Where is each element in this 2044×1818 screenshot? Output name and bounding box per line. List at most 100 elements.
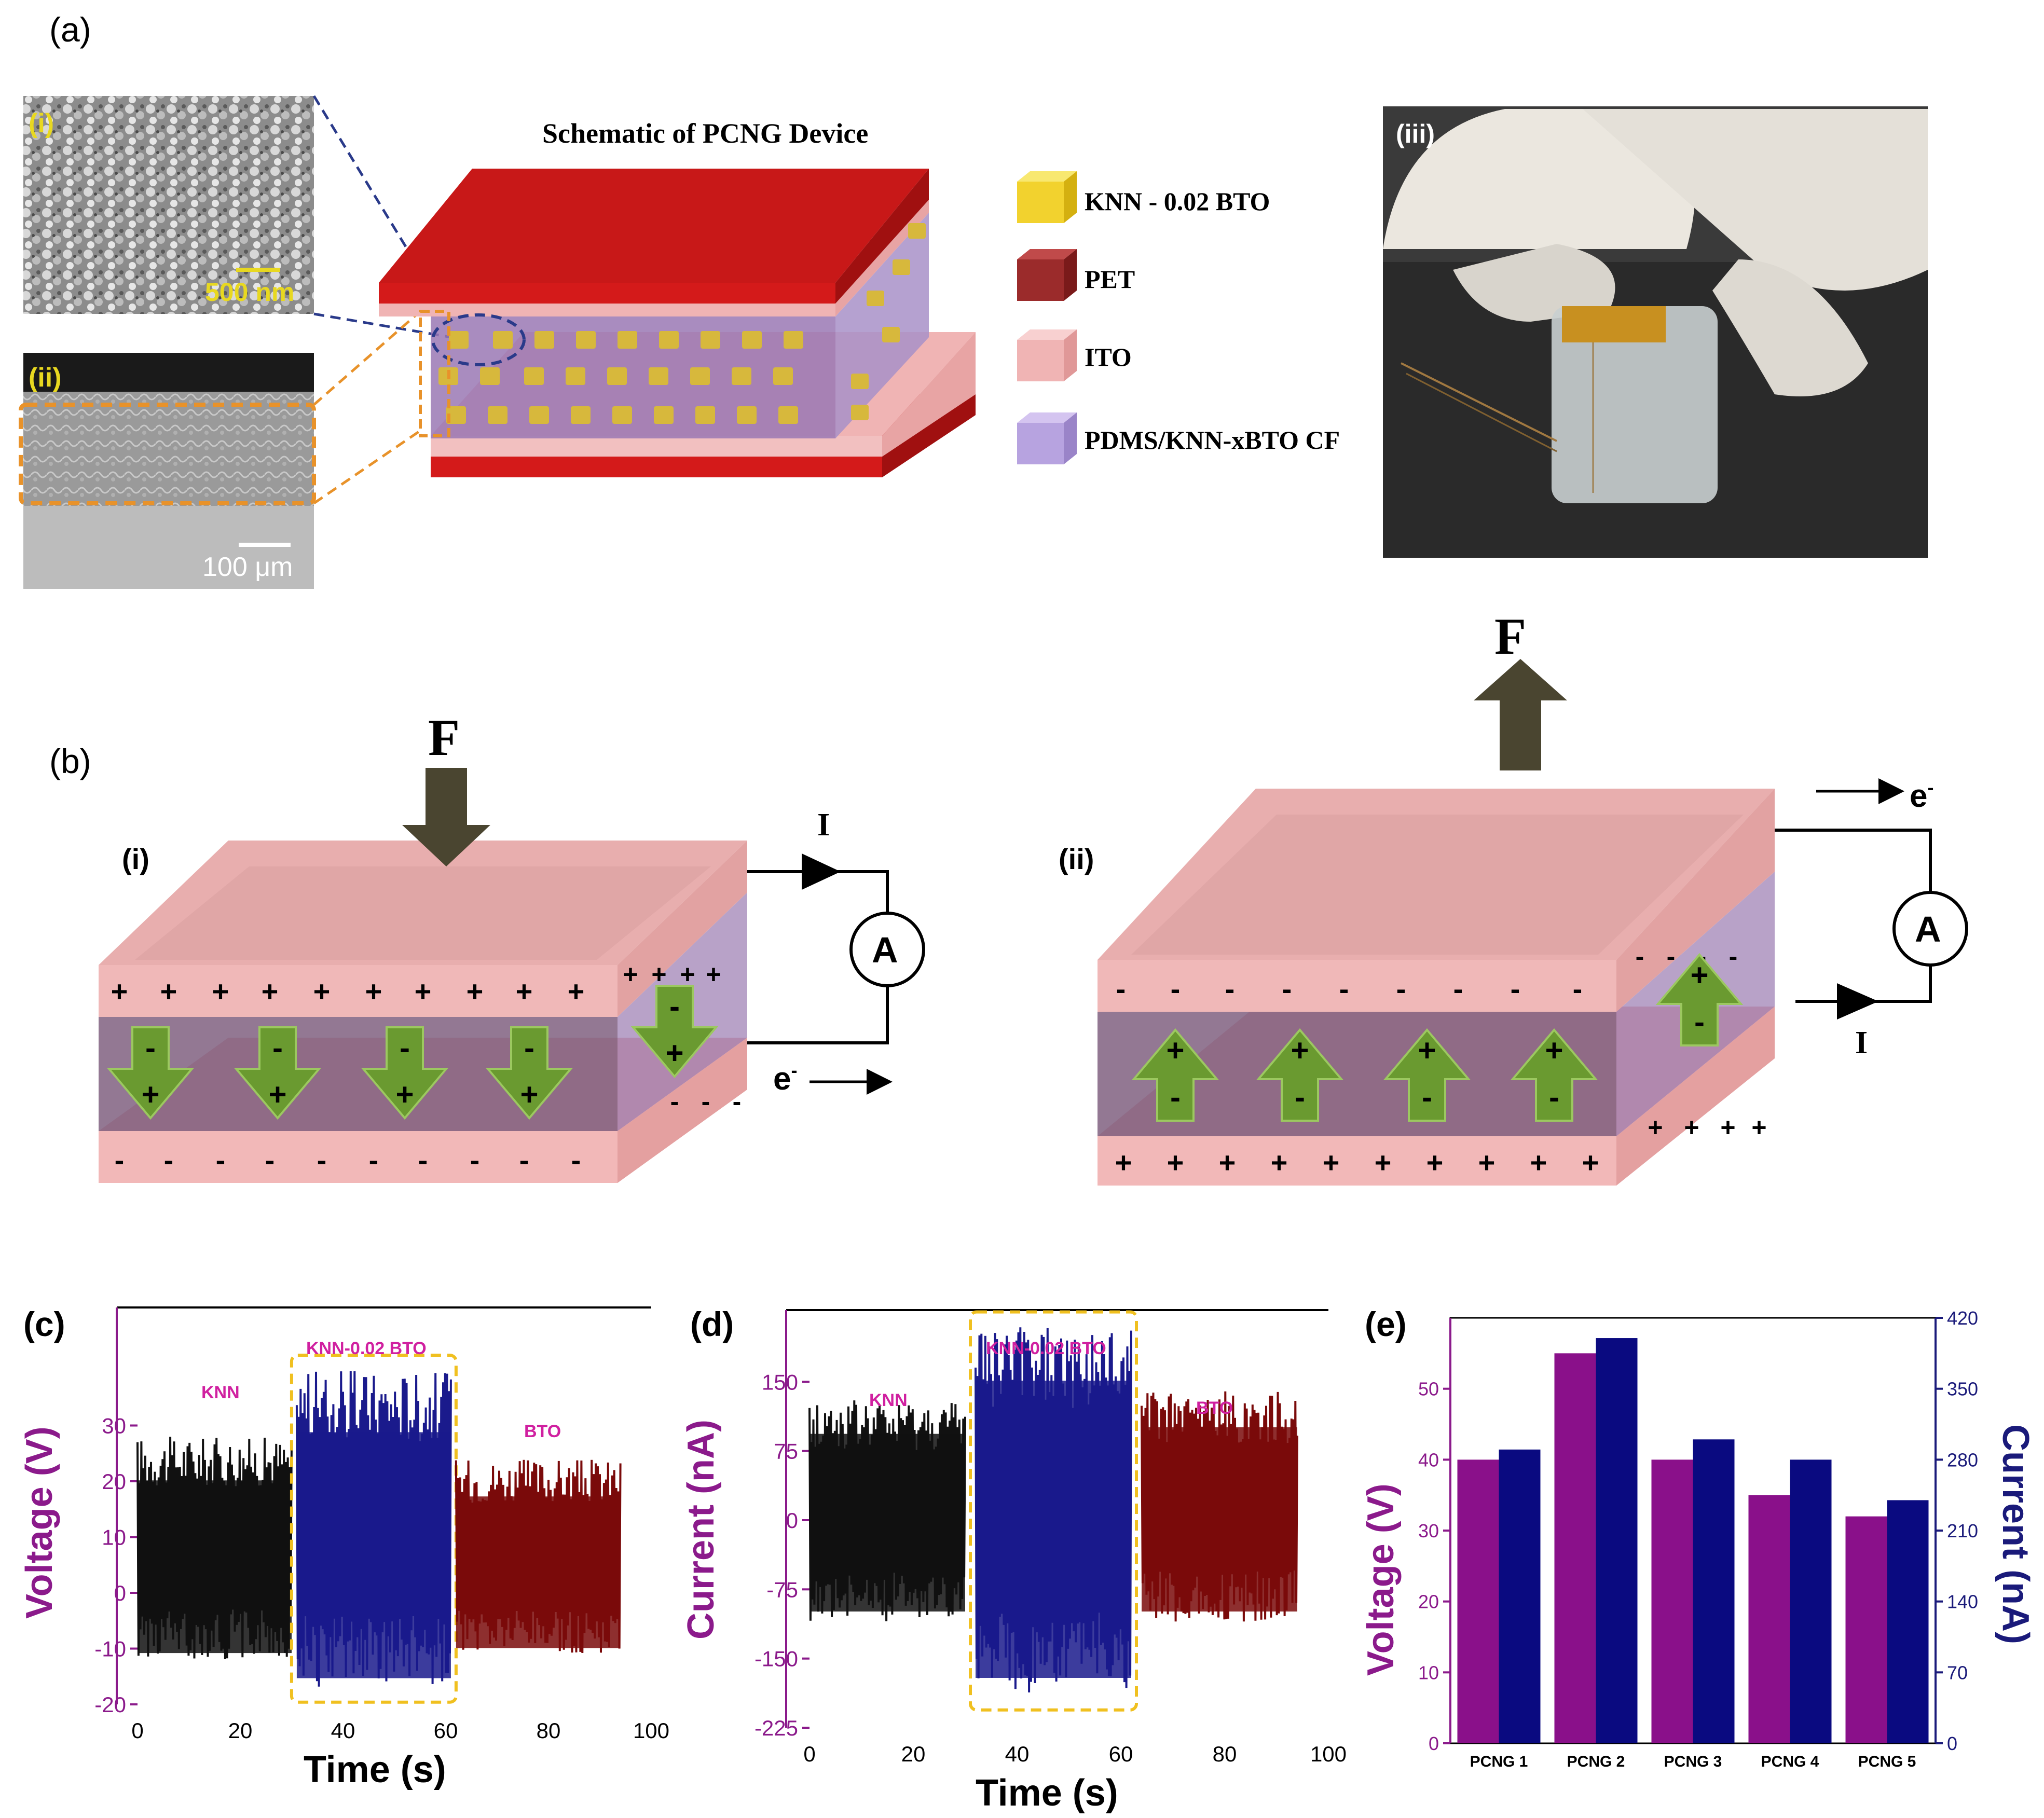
zoom-connector-orange-1: [313, 310, 421, 406]
positive-charge: +: [467, 975, 484, 1008]
x-tick-label: PCNG 1: [1470, 1753, 1528, 1770]
knn-bto-particle: [566, 367, 585, 385]
dipole-arrow: [234, 1026, 322, 1120]
negative-charge: -: [1511, 972, 1520, 1005]
mechanism-compress: (i) ++++++++++----------++++--- -+-+-+-+…: [99, 709, 925, 1183]
y-tick-label: 0: [786, 1508, 798, 1533]
schematic-legend: KNN - 0.02 BTO PET ITO PDMS/KNN-xBTO CF: [1017, 171, 1340, 464]
y-tick-label: -10: [94, 1637, 126, 1661]
dipole-arrow: [1256, 1028, 1344, 1122]
ammeter-label-right: A: [1915, 909, 1941, 949]
highlight-box: [290, 1354, 458, 1704]
knn-bto-particle: [534, 331, 554, 349]
y-tick-label: -20: [94, 1692, 126, 1717]
positive-charge: +: [1323, 1146, 1340, 1179]
knn-bto-particle: [654, 406, 674, 424]
ammeter-label-left: A: [872, 930, 898, 970]
y-tick-label: -225: [755, 1716, 798, 1740]
knn-bto-particle: [690, 367, 710, 385]
schematic-title: Schematic of PCNG Device: [542, 118, 868, 149]
positive-charge: +: [1720, 1113, 1735, 1142]
circuit-wire-left-bottom: [747, 975, 889, 1044]
dipole-arrow: [106, 1026, 195, 1120]
dipole-charge: +: [1166, 1033, 1184, 1068]
legend-label-pet: PET: [1085, 265, 1135, 294]
negative-charge: -: [1116, 972, 1126, 1005]
current-label-left: I: [817, 807, 830, 843]
zoom-connector-blue-2: [313, 312, 452, 339]
chart-c-series-label-knnbto: KNN-0.02 BTO: [306, 1339, 427, 1358]
knn-bto-particle: [784, 331, 803, 349]
positive-charge: +: [1115, 1146, 1132, 1179]
legend-item-pet: PET: [1017, 249, 1135, 301]
dipole-charge: +: [1545, 1033, 1563, 1068]
device-photo: (iii): [1383, 106, 1928, 558]
photo-label: (iii): [1396, 119, 1435, 148]
positive-charge: +: [415, 975, 432, 1008]
negative-charge: -: [1339, 972, 1349, 1005]
negative-charge: -: [519, 1144, 529, 1176]
circuit-wire-right: [1775, 829, 1932, 892]
compress-label: (i): [122, 843, 149, 875]
dipole-charge: -: [272, 1030, 283, 1065]
knn-bto-particle: [529, 406, 549, 424]
current-bar: [1499, 1449, 1541, 1743]
dipole-charge: -: [1295, 1080, 1305, 1114]
signal-band: [1142, 1427, 1297, 1612]
positive-charge: +: [262, 975, 279, 1008]
sem-bottom-highlight: [19, 403, 316, 505]
sem-top-scale: 500 nm: [205, 278, 294, 307]
positive-charge: +: [568, 975, 585, 1008]
y-tick-label: 40: [1418, 1449, 1439, 1470]
y2-tick-label: 0: [1947, 1733, 1957, 1754]
knn-bto-particle: [742, 331, 762, 349]
negative-charge: -: [670, 1087, 679, 1116]
ammeter-right: [1892, 891, 1968, 967]
x-tick-label: 100: [1310, 1742, 1347, 1766]
knn-bto-particle: [695, 406, 715, 424]
dipole-arrow: [1131, 1028, 1219, 1122]
knn-bto-particle: [488, 406, 507, 424]
legend-label-knn-bto: KNN - 0.02 BTO: [1085, 187, 1270, 216]
positive-charge: +: [1219, 1146, 1236, 1179]
negative-charge: -: [571, 1144, 581, 1176]
current-bar: [1693, 1439, 1735, 1743]
force-arrow-up: [1474, 659, 1567, 770]
signal-band: [138, 1480, 292, 1654]
y-tick-label: -75: [766, 1577, 798, 1602]
positive-charge: +: [1426, 1146, 1444, 1179]
dipole-arrow: [1383, 1028, 1471, 1122]
negative-charge: -: [1729, 942, 1738, 971]
x-tick-label: PCNG 2: [1567, 1753, 1625, 1770]
positive-charge: +: [365, 975, 382, 1008]
dipole-arrow: [361, 1026, 449, 1120]
negative-charge: -: [369, 1144, 379, 1176]
x-tick-label: PCNG 5: [1858, 1753, 1916, 1770]
negative-charge: -: [164, 1144, 174, 1176]
knn-bto-particle: [778, 406, 798, 424]
negative-charge: -: [115, 1144, 125, 1176]
force-arrow-down: [402, 768, 490, 866]
panel-label-c: (c): [23, 1305, 65, 1343]
positive-charge: +: [1167, 1146, 1184, 1179]
dipole-arrow: [485, 1026, 573, 1120]
positive-charge: +: [212, 975, 229, 1008]
release-label: (ii): [1059, 843, 1094, 875]
chart-c-xlabel: Time (s): [304, 1749, 446, 1791]
dipole-charge: -: [145, 1030, 156, 1065]
chart-d-series-label-bto: BTO: [1196, 1398, 1233, 1418]
panel-label-a: (a): [49, 10, 91, 49]
voltage-bar: [1457, 1459, 1499, 1743]
negative-charge: -: [702, 1087, 710, 1116]
positive-charge: +: [1684, 1113, 1699, 1142]
negative-charge: -: [1396, 972, 1406, 1005]
dipole-charge: -: [1422, 1080, 1432, 1114]
y-tick-label: 50: [1418, 1379, 1439, 1400]
y-tick-label: -150: [755, 1647, 798, 1671]
knn-bto-particle: [493, 331, 513, 349]
y2-tick-label: 280: [1947, 1449, 1978, 1470]
signal-band: [456, 1496, 621, 1648]
